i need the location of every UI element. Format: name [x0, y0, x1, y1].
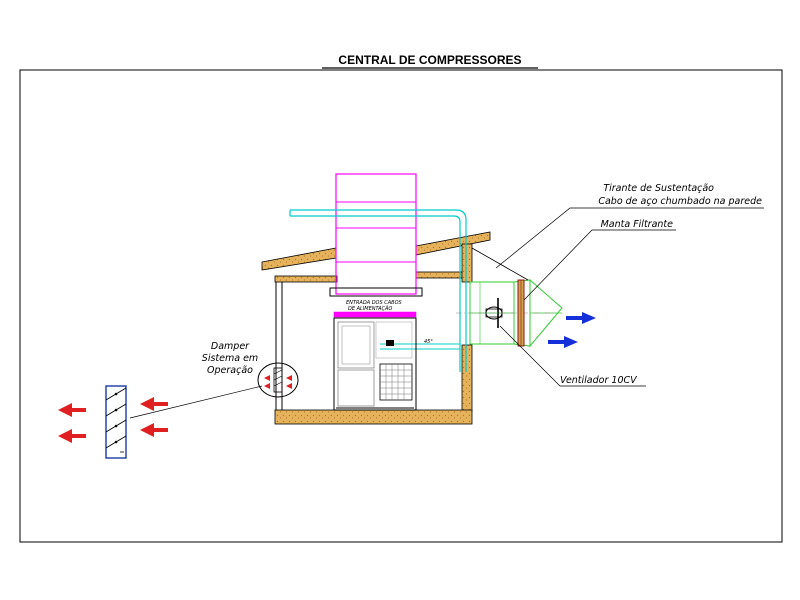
exhaust-duct [335, 173, 417, 295]
right-wall-lower [461, 344, 473, 412]
drawing-title: CENTRAL DE COMPRESSORES [338, 53, 521, 67]
exhaust-arrow-red-3 [140, 397, 168, 411]
leader-damper [129, 385, 263, 419]
floor-slab [274, 409, 473, 425]
label-damper-3: Operação [207, 365, 253, 376]
leader-ventilador [499, 325, 646, 387]
label-manta: Manta Filtrante [601, 219, 674, 230]
right-wall-upper [461, 243, 473, 283]
intake-arrow-blue-2 [548, 336, 578, 348]
label-ventilador: Ventilador 10CV [560, 375, 638, 386]
compressor-unit [333, 317, 417, 411]
duct-flange [333, 311, 417, 318]
drawing-frame [19, 69, 783, 543]
cable-entry-label-2: DE ALIMENTAÇÃO [348, 305, 392, 312]
tie-rod [471, 247, 529, 281]
label-tirante-1: Tirante de Sustentação [603, 183, 714, 194]
leader-manta [523, 229, 676, 301]
label-damper-1: Damper [211, 341, 250, 352]
damper-enlarged [105, 385, 127, 459]
exhaust-arrow-red-4 [140, 423, 168, 437]
leader-tirante [495, 207, 764, 269]
duct-hood [329, 287, 423, 297]
cyan-pipe-inner [290, 215, 461, 372]
cyan-pipe-outer [290, 209, 467, 372]
roof-slab-left [261, 247, 337, 271]
damper-detail-circle [257, 362, 299, 398]
ceiling-beam-left [274, 275, 338, 283]
fan-assembly [456, 278, 563, 348]
label-tirante-2: Cabo de aço chumbado na parede [598, 196, 762, 207]
intake-arrow-blue-1 [566, 312, 596, 324]
angle-note: 45° [424, 339, 433, 345]
exhaust-arrow-red-2 [58, 429, 86, 443]
exhaust-arrow-red-1 [58, 403, 86, 417]
label-damper-2: Sistema em [202, 353, 258, 364]
cable-entry-label-1: ENTRADA DOS CABOS [346, 300, 403, 306]
